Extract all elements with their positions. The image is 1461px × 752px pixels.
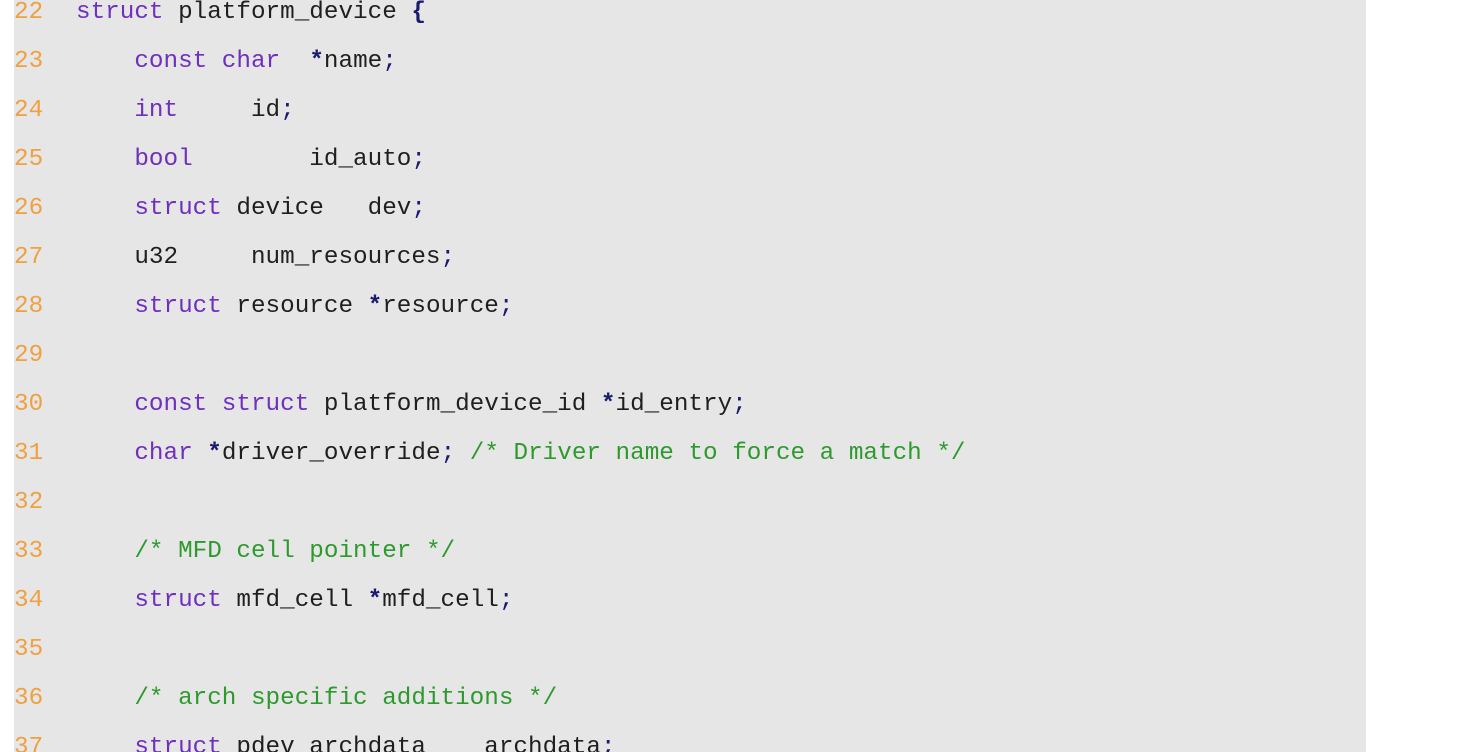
line-number: 28 <box>14 293 44 320</box>
code-token <box>455 440 470 467</box>
code-token: id_auto <box>192 146 412 173</box>
code-lines: 22 struct platform_device {23 const char … <box>14 0 966 752</box>
line-number: 32 <box>14 489 44 516</box>
code-token: * <box>309 48 324 75</box>
code-token <box>76 293 134 320</box>
code-token: u32 num_resources <box>76 244 441 271</box>
code-token: mfd_cell <box>382 587 499 614</box>
code-token <box>76 734 134 752</box>
code-token: platform_device_id <box>309 391 601 418</box>
code-keyword: char <box>134 440 193 467</box>
code-keyword: struct <box>134 587 222 614</box>
code-line: 36 /* arch specific additions */ <box>14 674 966 723</box>
code-line: 33 /* MFD cell pointer */ <box>14 527 966 576</box>
code-token <box>76 48 134 75</box>
line-number: 36 <box>14 685 44 712</box>
line-number: 35 <box>14 636 44 663</box>
line-number: 30 <box>14 391 44 418</box>
code-comment: /* Driver name to force a match */ <box>469 440 966 467</box>
code-token: { <box>411 0 426 26</box>
line-number: 29 <box>14 342 44 369</box>
code-keyword: struct <box>134 195 222 222</box>
line-number: 25 <box>14 146 44 173</box>
code-line: 27 u32 num_resources; <box>14 233 966 282</box>
code-keyword: int <box>134 97 179 124</box>
code-token: resource <box>382 293 499 320</box>
code-viewer: 22 struct platform_device {23 const char … <box>14 0 1366 752</box>
code-token <box>76 587 134 614</box>
code-token: ; <box>732 391 747 418</box>
code-line: 22 struct platform_device { <box>14 0 966 37</box>
line-number: 24 <box>14 97 44 124</box>
code-token: ; <box>498 587 514 614</box>
code-token: name <box>323 48 383 75</box>
code-keyword: bool <box>134 146 193 173</box>
code-token: * <box>367 587 383 614</box>
code-token: ; <box>411 146 426 173</box>
code-token <box>193 440 208 467</box>
line-number: 34 <box>14 587 44 614</box>
code-line: 32 <box>14 478 966 527</box>
code-token: ; <box>280 97 295 124</box>
code-line: 23 const char *name; <box>14 37 966 86</box>
code-keyword: struct <box>134 293 222 320</box>
code-token <box>76 391 134 418</box>
code-comment: /* MFD cell pointer */ <box>134 538 456 565</box>
code-line: 34 struct mfd_cell *mfd_cell; <box>14 576 966 625</box>
code-token: device dev <box>221 195 412 222</box>
line-number: 33 <box>14 538 44 565</box>
code-line: 25 bool id_auto; <box>14 135 966 184</box>
code-keyword: const struct <box>134 391 310 418</box>
code-keyword: struct <box>134 734 222 752</box>
code-token: ; <box>382 48 397 75</box>
code-token: mfd_cell <box>221 587 368 614</box>
line-number: 22 <box>14 0 44 26</box>
code-token: id <box>178 97 281 124</box>
code-token <box>76 146 134 173</box>
code-keyword: struct <box>76 0 164 26</box>
code-token: platform_device <box>163 0 412 26</box>
line-number: 37 <box>14 734 44 752</box>
code-token <box>76 195 134 222</box>
code-token: pdev_archdata archdata <box>221 734 601 752</box>
code-comment: /* arch specific additions */ <box>134 685 558 712</box>
code-token: ; <box>498 293 514 320</box>
code-line: 31 char *driver_override; /* Driver name… <box>14 429 966 478</box>
line-number: 23 <box>14 48 44 75</box>
code-token: id_entry <box>615 391 733 418</box>
code-keyword: const char <box>134 48 281 75</box>
code-line: 35 <box>14 625 966 674</box>
code-token: * <box>207 440 222 467</box>
code-token: * <box>367 293 383 320</box>
code-token: driver_override <box>221 440 441 467</box>
line-number: 27 <box>14 244 44 271</box>
line-number: 31 <box>14 440 44 467</box>
code-token: ; <box>440 440 456 467</box>
code-token: resource <box>221 293 368 320</box>
code-line: 37 struct pdev_archdata archdata; <box>14 723 966 752</box>
code-line: 24 int id; <box>14 86 966 135</box>
code-line: 26 struct device dev; <box>14 184 966 233</box>
code-token: * <box>600 391 616 418</box>
code-token <box>76 97 134 124</box>
code-token <box>76 685 134 712</box>
code-line: 29 <box>14 331 966 380</box>
code-token <box>280 48 309 75</box>
code-token: ; <box>411 195 426 222</box>
code-token: ; <box>440 244 456 271</box>
line-number: 26 <box>14 195 44 222</box>
code-token <box>76 538 134 565</box>
code-token <box>76 440 134 467</box>
code-token: ; <box>600 734 616 752</box>
code-line: 28 struct resource *resource; <box>14 282 966 331</box>
code-line: 30 const struct platform_device_id *id_e… <box>14 380 966 429</box>
